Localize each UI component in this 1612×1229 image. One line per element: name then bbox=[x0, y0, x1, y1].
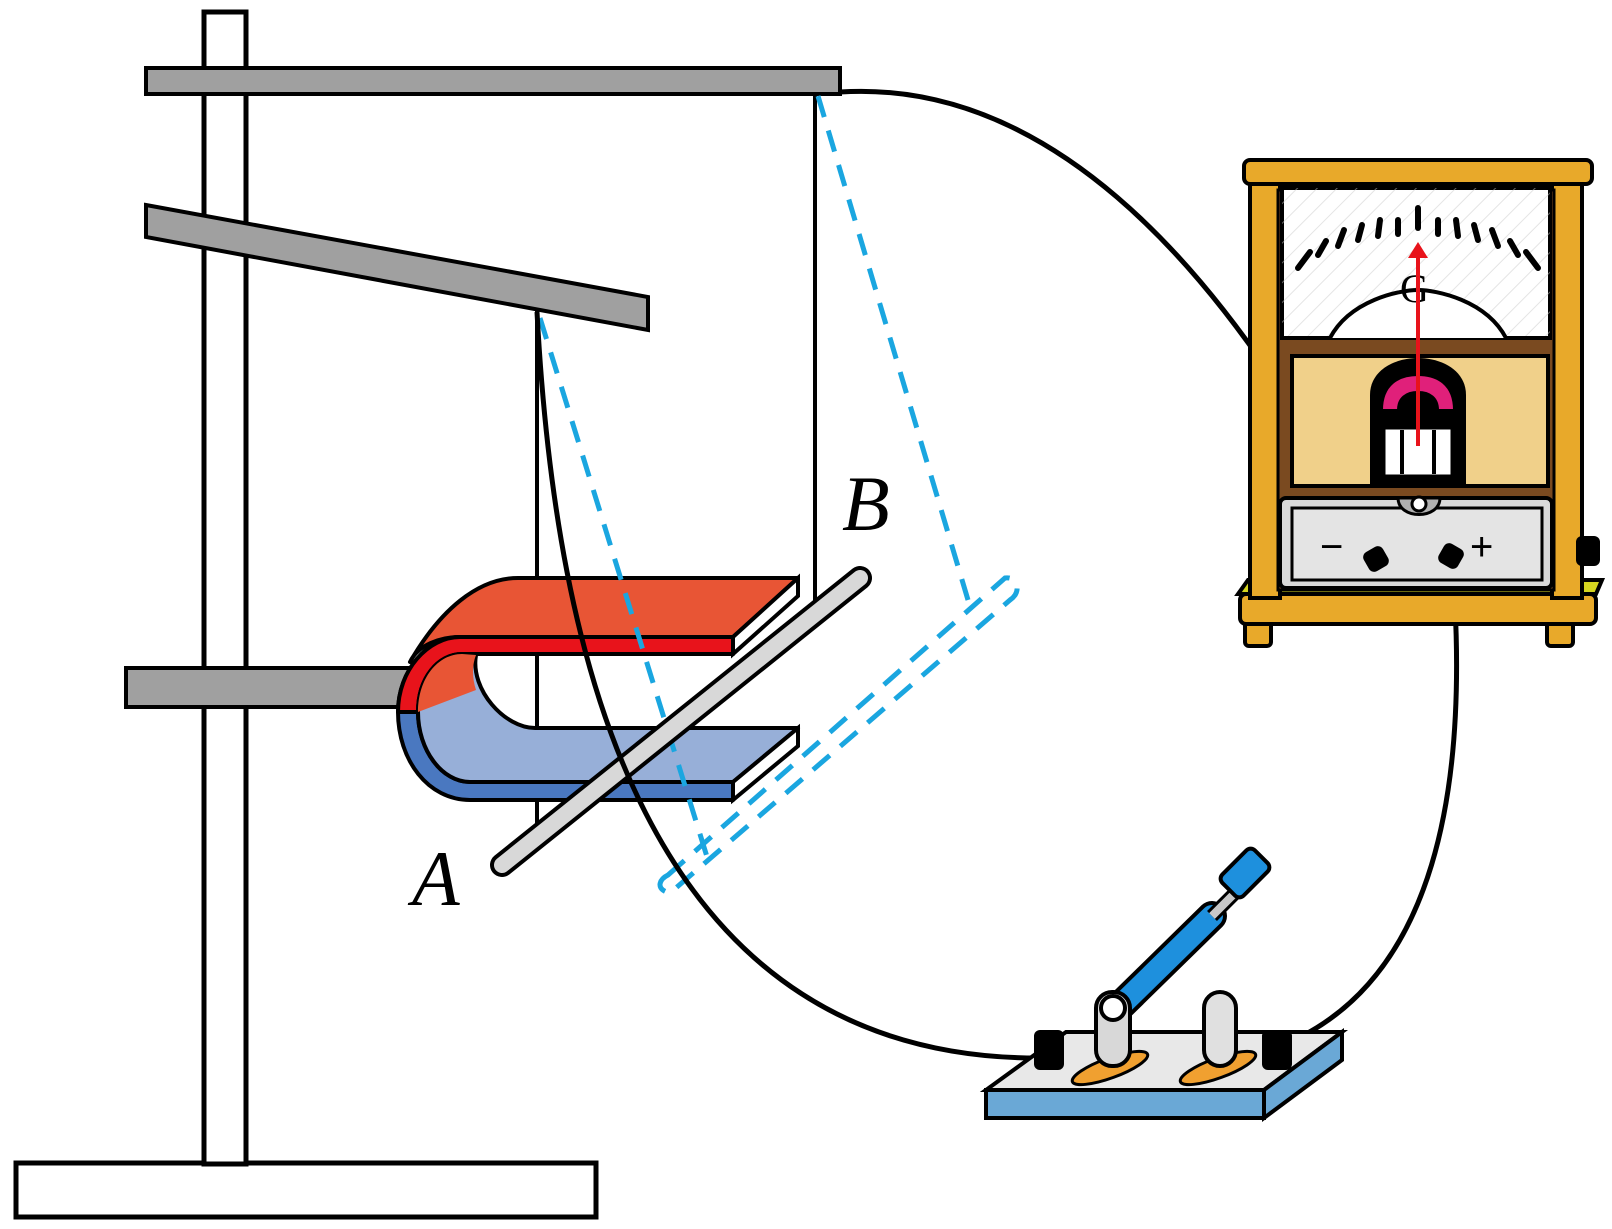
middle-clamp-arm bbox=[144, 202, 650, 333]
switch-contact-post bbox=[1202, 990, 1238, 1068]
swing-thread-b bbox=[815, 95, 971, 601]
wire-meter-to-switch bbox=[1269, 559, 1460, 1053]
switch-handle bbox=[1218, 846, 1272, 900]
terminal-minus-label: − bbox=[1320, 525, 1343, 569]
stand-base bbox=[13, 1160, 599, 1220]
top-clamp-arm bbox=[144, 66, 842, 96]
conductor-rod bbox=[490, 566, 872, 877]
label-a: A bbox=[407, 835, 460, 922]
galvanometer: G − + bbox=[1234, 158, 1606, 648]
horseshoe-magnet bbox=[396, 573, 800, 805]
label-b: B bbox=[842, 460, 890, 547]
meter-letter-g: G bbox=[1400, 266, 1429, 311]
switch-terminal-left bbox=[1034, 1030, 1064, 1070]
meter-top-cap bbox=[1242, 158, 1594, 186]
switch-base-front bbox=[984, 1088, 1266, 1120]
needle-arrow-head bbox=[1408, 242, 1428, 258]
wire-rod-to-switch bbox=[534, 311, 1045, 1061]
switch-terminal-right bbox=[1262, 1030, 1292, 1070]
terminal-minus-knob bbox=[1363, 546, 1389, 572]
knife-switch bbox=[979, 846, 1349, 1122]
meter-right-post bbox=[1550, 176, 1584, 600]
terminal-plus-knob bbox=[1438, 543, 1464, 569]
meter-left-post bbox=[1248, 176, 1282, 600]
meter-scale bbox=[1295, 205, 1541, 271]
swing-thread-a bbox=[537, 317, 711, 861]
magnet-inner-north bbox=[418, 654, 476, 712]
iron-stand bbox=[13, 9, 842, 1220]
magnet-south-front-edge bbox=[731, 723, 800, 805]
terminal-plus-label: + bbox=[1470, 525, 1493, 569]
swing-outline bbox=[537, 95, 1020, 896]
swing-rod-outline bbox=[657, 575, 1020, 896]
stand-pole bbox=[201, 9, 249, 1167]
lower-clamp-arm bbox=[124, 666, 416, 709]
